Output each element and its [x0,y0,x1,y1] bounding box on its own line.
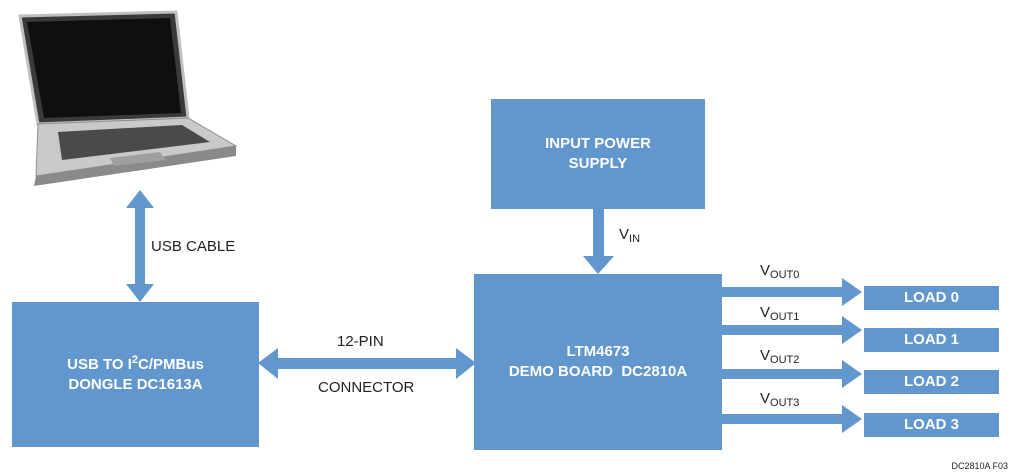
vin-label: VIN [619,226,641,245]
vout2-label: VOUT2 [760,347,800,366]
connector-bottom-label: CONNECTOR [318,379,415,396]
load-0-box: LOAD 0 [864,286,999,310]
demo-board-box: LTM4673 DEMO BOARD DC2810A [474,274,722,450]
load-1-box: LOAD 1 [864,328,999,352]
input-power-supply-box: INPUT POWER SUPPLY [491,99,705,209]
board-line1: LTM4673 [566,343,630,360]
laptop-icon [18,10,238,186]
connector-top-label: 12-PIN [337,333,384,350]
vout0-label: VOUT0 [760,262,800,281]
vout1-label: VOUT1 [760,304,800,323]
load-3-box: LOAD 3 [864,413,999,437]
figure-tag: DC2810A F03 [951,461,1008,471]
vout2-arrow [722,360,862,388]
dongle-line2: DONGLE DC1613A [68,375,203,393]
connector-arrow [258,348,476,379]
vout1-arrow [722,316,862,344]
dongle-line1: USB TO I2C/PMBus [67,353,204,373]
power-line2: SUPPLY [568,155,628,172]
vout0-arrow [722,278,862,306]
vout3-label: VOUT3 [760,390,800,409]
power-line1: INPUT POWER [545,135,651,152]
usb-cable-label: USB CABLE [151,238,236,255]
board-line2: DEMO BOARD DC2810A [508,363,688,380]
dongle-box: USB TO I2C/PMBus DONGLE DC1613A [12,302,259,447]
vout3-arrow [722,405,862,433]
vin-arrow [583,208,614,274]
load-2-box: LOAD 2 [864,370,999,394]
usb-cable-arrow [126,190,154,302]
